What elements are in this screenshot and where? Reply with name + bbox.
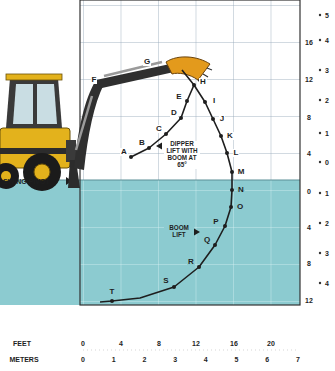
point-letter: R — [187, 258, 195, 266]
dig-envelope — [100, 70, 232, 302]
point-letter: D — [170, 109, 178, 117]
point-letter: P — [212, 218, 219, 226]
axis-number: 2 — [325, 97, 329, 104]
axis-number: 2 — [325, 220, 329, 227]
scale-number: 6 — [265, 356, 269, 363]
axis-number: 1 — [325, 190, 329, 197]
callout-note: BOOM LIFT — [164, 225, 194, 239]
callout-note: DIPPER LIFT WITH BOOM AT 65° — [164, 141, 200, 169]
point-letter: T — [109, 288, 116, 296]
curve-points — [110, 83, 234, 303]
dipper-arrow — [156, 143, 162, 150]
scale-number: 2 — [142, 356, 146, 363]
axis-number: 8 — [307, 260, 311, 267]
point-letter: A — [120, 148, 128, 156]
scale-number: 8 — [157, 340, 161, 347]
axis-number: 5 — [325, 12, 329, 19]
point-letter: J — [219, 115, 225, 123]
axis-number: 0 — [307, 188, 311, 195]
scale-number: 5 — [235, 356, 239, 363]
scale-number: 4 — [119, 340, 123, 347]
axis-number: 8 — [307, 114, 311, 121]
upper-grid — [80, 0, 300, 180]
point-letter: B — [138, 139, 146, 147]
lower-grid — [80, 180, 300, 305]
scale-title: METERS — [9, 356, 38, 363]
scale-number: 16 — [230, 340, 238, 347]
axis-bullets — [319, 14, 321, 284]
scale-title: FEET — [13, 340, 31, 347]
axis-number: 4 — [325, 280, 329, 287]
axis-number: 12 — [305, 76, 313, 83]
scale-number: 7 — [296, 356, 300, 363]
scale-number: 4 — [204, 356, 208, 363]
chart-frame — [80, 0, 300, 305]
scale-number: 12 — [192, 340, 200, 347]
point-letter: K — [226, 132, 234, 140]
axis-number: 3 — [325, 67, 329, 74]
axis-note: SWING PIVOT — [3, 178, 50, 185]
point-letter: L — [233, 149, 240, 157]
scale-rule — [83, 350, 298, 351]
point-letter: C — [155, 125, 163, 133]
point-letter: E — [175, 93, 182, 101]
point-letter: O — [236, 203, 244, 211]
axis-number: 0 — [325, 159, 329, 166]
point-letter: G — [143, 58, 151, 66]
scale-number: 0 — [81, 356, 85, 363]
scale-number: 1 — [112, 356, 116, 363]
point-letter: M — [237, 168, 246, 176]
axis-number: 16 — [305, 39, 313, 46]
point-letter: F — [91, 76, 98, 84]
axis-number: 4 — [325, 37, 329, 44]
axis-number: 12 — [305, 297, 313, 304]
point-letter: Q — [203, 236, 211, 244]
point-letter: I — [212, 97, 216, 105]
point-letter: H — [199, 78, 207, 86]
point-letter: N — [237, 186, 245, 194]
scale-number: 20 — [267, 340, 275, 347]
axis-number: 4 — [307, 224, 311, 231]
scale-number: 3 — [173, 356, 177, 363]
upper-ground — [80, 0, 300, 180]
point-letter: S — [162, 277, 169, 285]
axis-number: 4 — [307, 150, 311, 157]
axis-number: 3 — [325, 250, 329, 257]
backhoe — [0, 57, 212, 191]
boom-arrow — [194, 229, 200, 236]
scale-number: 0 — [81, 340, 85, 347]
axis-number: 1 — [325, 130, 329, 137]
lower-ground — [0, 180, 300, 305]
